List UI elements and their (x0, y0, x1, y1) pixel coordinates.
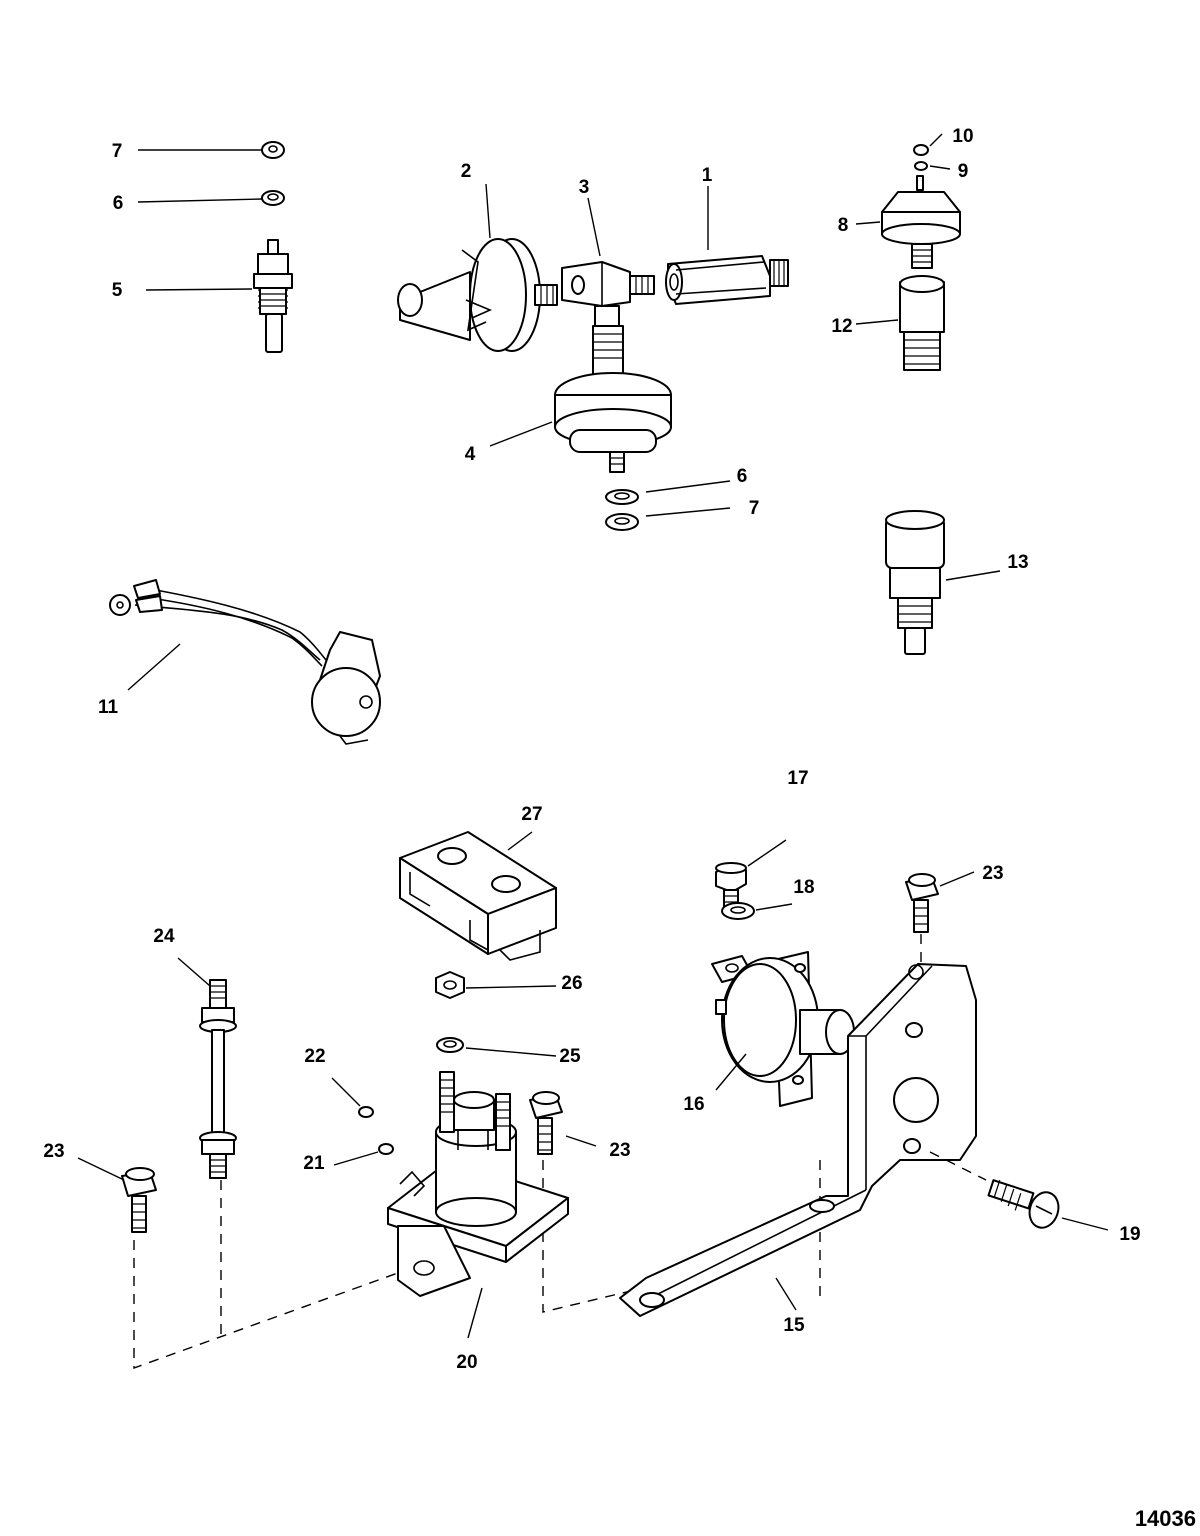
callout-20: 20 (456, 1352, 477, 1373)
part-7-nut-lower (605, 513, 639, 531)
part-17-bolt (715, 862, 747, 909)
part-3-tee-fitting (561, 261, 655, 327)
callout-3: 3 (579, 177, 590, 198)
callout-8: 8 (838, 215, 849, 236)
part-21-washer (378, 1143, 394, 1155)
callout-5: 5 (112, 280, 123, 301)
callout-2: 2 (461, 161, 472, 182)
part-23-screw-left (121, 1167, 157, 1233)
part-12-fitting (899, 275, 945, 371)
callout-26: 26 (561, 973, 582, 994)
part-4-oil-pressure-sender (554, 325, 672, 473)
callout-11: 11 (98, 697, 119, 718)
callout-16: 16 (683, 1094, 704, 1115)
callout-18: 18 (793, 877, 814, 898)
part-23-screw-right (905, 873, 939, 933)
callout-13: 13 (1007, 552, 1028, 573)
figure-number: 14036 (1135, 1506, 1196, 1531)
callout-1: 1 (702, 165, 713, 186)
callout-19: 19 (1119, 1224, 1140, 1245)
part-11-wiring-harness (109, 579, 381, 745)
callout-21: 21 (303, 1153, 325, 1174)
callout-7b: 7 (749, 498, 760, 519)
callout-23b: 23 (609, 1140, 630, 1161)
part-16-starter-solenoid (711, 951, 855, 1107)
part-26-nut (435, 971, 465, 999)
callout-22: 22 (304, 1046, 325, 1067)
callout-23a: 23 (43, 1141, 64, 1162)
callout-27: 27 (521, 804, 542, 825)
part-6-washer (261, 190, 285, 206)
part-10-nut (913, 144, 929, 156)
part-6-washer-lower (605, 489, 639, 505)
part-22-washer (358, 1106, 374, 1118)
callout-25: 25 (559, 1046, 581, 1067)
part-15-mounting-bracket (619, 963, 977, 1317)
callout-15: 15 (783, 1315, 805, 1336)
part-9-washer (914, 161, 928, 171)
part-8-oil-pressure-switch (881, 175, 961, 269)
part-2-pressure-switch (397, 238, 558, 352)
callout-7a: 7 (112, 141, 123, 162)
callout-9: 9 (958, 161, 969, 182)
part-18-lockwasher (721, 902, 755, 920)
part-27-terminal-cover (399, 831, 557, 961)
callout-6a: 6 (113, 193, 124, 214)
callout-23c: 23 (982, 863, 1003, 884)
callout-10: 10 (952, 126, 973, 147)
part-23-screw-center (529, 1091, 563, 1155)
callout-4: 4 (465, 444, 476, 465)
part-25-lockwasher (436, 1037, 464, 1053)
part-13-sensor (885, 510, 945, 655)
callout-17: 17 (787, 768, 808, 789)
callout-12: 12 (831, 316, 852, 337)
part-19-screw (987, 1179, 1060, 1229)
part-5-temperature-sender (253, 239, 293, 353)
part-24-stud (199, 979, 237, 1179)
part-7-nut (261, 141, 285, 159)
callout-6b: 6 (737, 466, 748, 487)
part-20-solenoid (387, 1071, 569, 1297)
part-1-adapter-fitting (665, 255, 789, 305)
callout-24: 24 (153, 926, 175, 947)
